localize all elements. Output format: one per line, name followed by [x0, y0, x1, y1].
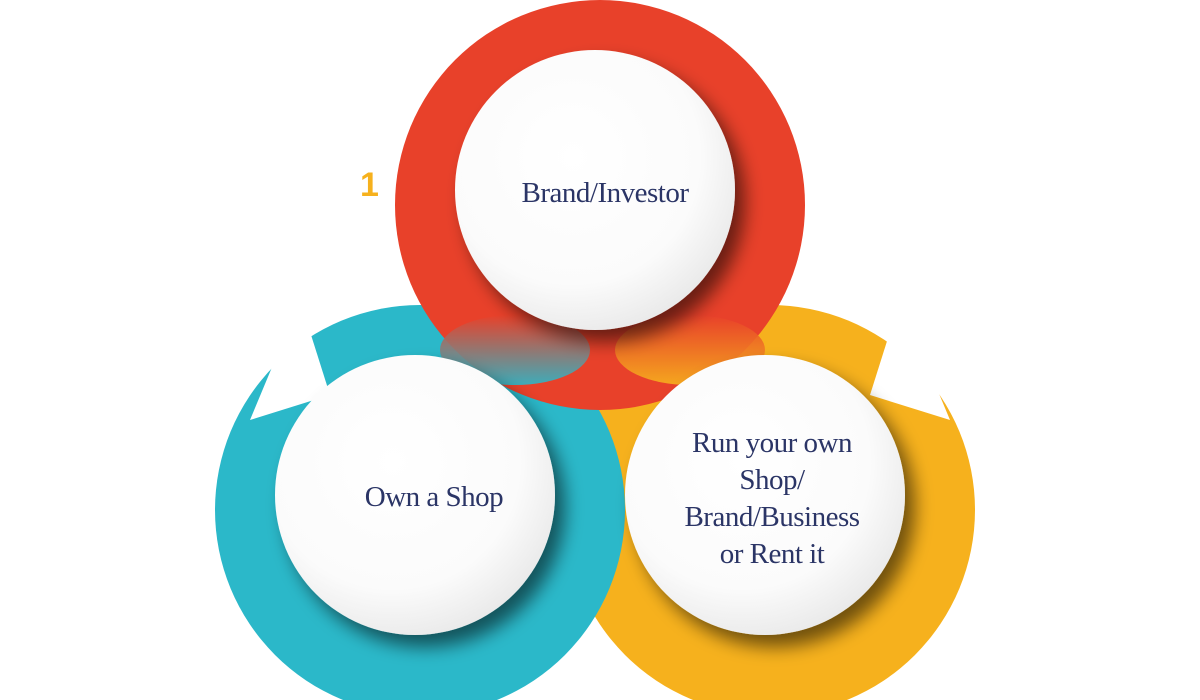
- circle-label-right-line: Brand/Business: [684, 501, 860, 534]
- circle-label-right-line: Shop/: [739, 464, 805, 497]
- ring-left-gap: [250, 300, 330, 420]
- ring-right-gap: [870, 300, 950, 420]
- inner-circle-top: [455, 50, 735, 330]
- circle-label-left: Own a Shop: [364, 481, 504, 513]
- circle-label-right: Run your own Shop/ Brand/Business or Ren…: [632, 425, 912, 573]
- step-number: 1: [360, 166, 379, 204]
- circle-label-right-line: Run your own: [692, 427, 852, 459]
- circle-label-top: Brand/Investor: [521, 177, 689, 209]
- blend-red-teal: [440, 315, 590, 385]
- inner-circle-right: [625, 355, 905, 635]
- inner-circle-left: [275, 355, 555, 635]
- circle-label-right-line: or Rent it: [719, 538, 825, 571]
